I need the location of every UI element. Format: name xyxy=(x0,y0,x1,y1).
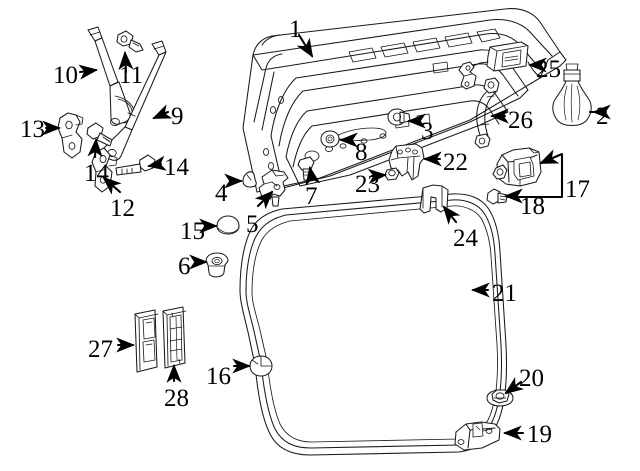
part-cap-oval xyxy=(216,215,240,235)
callout-release-switch[interactable]: 25 xyxy=(536,56,561,83)
callout-gas-strut-right[interactable]: 9 xyxy=(171,103,184,130)
leader-20 xyxy=(504,376,525,395)
part-ball-stud-bolt xyxy=(116,30,144,53)
callout-flange-nut[interactable]: 20 xyxy=(519,365,544,392)
callout-upper-bracket[interactable]: 13 xyxy=(20,116,45,143)
callout-bumper-stop[interactable]: 3 xyxy=(421,118,434,145)
part-trim-panel-right xyxy=(162,306,187,369)
leader-7 xyxy=(305,165,321,186)
callout-wiring-harness[interactable]: 26 xyxy=(508,107,533,134)
leader-12 xyxy=(102,176,122,195)
part-release-switch xyxy=(458,41,529,90)
callout-weatherstrip-seal[interactable]: 21 xyxy=(492,280,517,307)
callout-ball-stud-bolt[interactable]: 11 xyxy=(119,62,144,89)
leader-24 xyxy=(442,205,461,225)
callout-latch-assembly[interactable]: 17 xyxy=(565,176,590,203)
part-tether-bag xyxy=(552,63,592,127)
callout-retainer-clip[interactable]: 16 xyxy=(206,363,231,390)
part-trim-panel-left xyxy=(134,309,159,373)
callout-liftgate-panel[interactable]: 1 xyxy=(289,16,302,43)
callout-tether-bag[interactable]: 2 xyxy=(596,103,609,130)
leader-14-right xyxy=(146,155,167,171)
callout-plug-cap[interactable]: 4 xyxy=(215,180,228,207)
callout-lower-bracket[interactable]: 12 xyxy=(110,195,135,222)
part-bolt-bracket-left xyxy=(86,122,113,147)
leader-23 xyxy=(367,168,388,184)
callout-grommet-large[interactable]: 6 xyxy=(178,253,191,280)
callout-hinge-bracket[interactable]: 22 xyxy=(443,149,468,176)
callout-striker-plate[interactable]: 19 xyxy=(527,421,552,448)
part-latch-assembly xyxy=(492,147,542,187)
callout-bolt-upper[interactable]: 7 xyxy=(305,183,318,210)
leader-14-left xyxy=(87,137,103,159)
part-wire-clip-cover xyxy=(419,184,449,214)
callout-grommet-small[interactable]: 8 xyxy=(355,139,368,166)
part-grommet-large xyxy=(205,252,229,278)
leader-5 xyxy=(254,190,274,210)
callout-trim-panel-right[interactable]: 28 xyxy=(164,385,189,412)
part-striker-plate xyxy=(454,421,501,451)
part-plug-cap xyxy=(242,171,257,188)
callout-latch-screw[interactable]: 18 xyxy=(520,193,545,220)
callout-cap-oval[interactable]: 15 xyxy=(180,218,205,245)
callout-wire-clip-cover[interactable]: 24 xyxy=(453,225,478,252)
part-wiring-harness xyxy=(474,77,500,149)
leader-1 xyxy=(296,33,314,58)
callout-hinge-nut[interactable]: 23 xyxy=(355,171,380,198)
callout-trim-panel-left[interactable]: 27 xyxy=(88,336,113,363)
callout-bolt-bracket-left[interactable]: 14 xyxy=(84,160,109,187)
callout-striker-bracket[interactable]: 5 xyxy=(246,211,259,238)
leader-17-bracket xyxy=(506,184,564,199)
part-gas-strut-right xyxy=(102,40,167,161)
leader-10 xyxy=(78,64,99,80)
callout-gas-strut-left[interactable]: 10 xyxy=(53,62,78,89)
leader-17 xyxy=(539,149,564,188)
part-retainer-clip xyxy=(249,355,273,377)
leader-9 xyxy=(152,104,173,120)
part-latch-screw xyxy=(486,188,508,205)
callout-bolt-bracket-right[interactable]: 14 xyxy=(164,154,189,181)
part-upper-bracket xyxy=(57,112,84,159)
leader-11 xyxy=(118,50,134,74)
